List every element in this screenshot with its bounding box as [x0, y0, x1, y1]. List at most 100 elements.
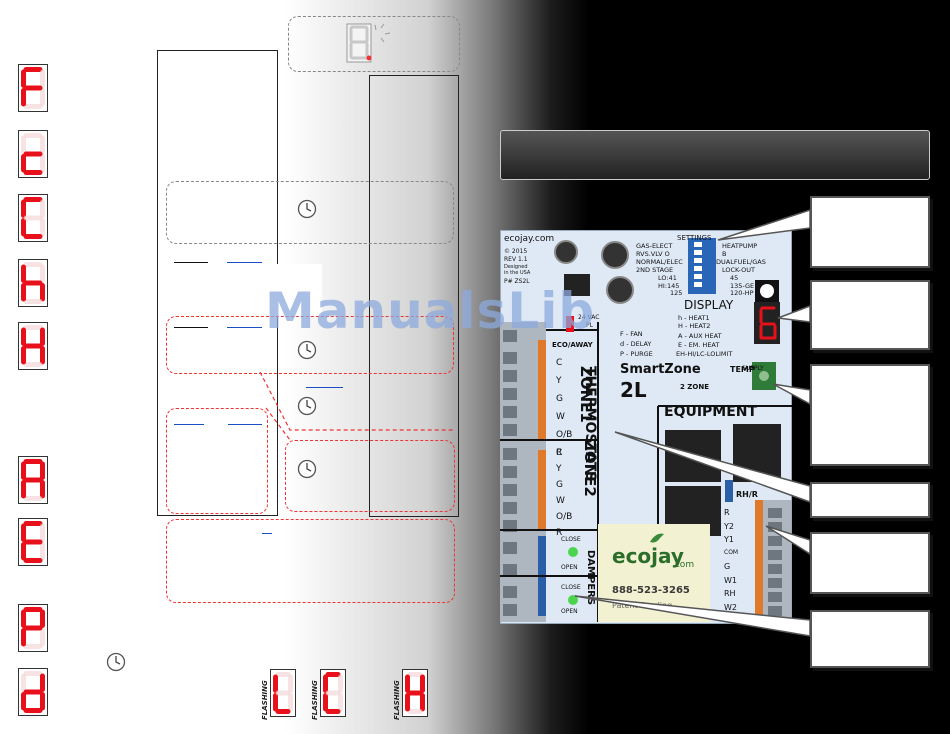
- ecojay-dotcom: .com: [672, 560, 695, 570]
- notes-column: [369, 75, 459, 517]
- display-legend: d - DELAY: [620, 340, 652, 348]
- zone-terminal-label: O/B: [556, 430, 573, 440]
- zone-count: 2 ZONE: [680, 383, 709, 391]
- callout-thermostats: [810, 482, 930, 518]
- digit-d-icon: [18, 668, 48, 716]
- zone-terminal-label: Y: [556, 376, 562, 386]
- flashing-digit-L-icon: [270, 669, 296, 717]
- zone-terminal-label: C: [556, 358, 563, 368]
- equipment-terminal-label: Y2: [724, 521, 734, 531]
- clock-icon: [106, 652, 126, 672]
- digit-P-icon: [18, 604, 48, 652]
- zone-terminal-label: R: [556, 528, 563, 538]
- damper-close: CLOSE: [561, 536, 581, 543]
- watermark: ManualsLib: [265, 282, 596, 340]
- display-legend: A - AUX HEAT: [678, 332, 722, 340]
- setting-text: 135-GE: [730, 282, 755, 290]
- heat-group: [166, 316, 454, 374]
- equipment-terminal-label: Y1: [724, 535, 734, 544]
- equipment-label: EQUIPMENT: [664, 404, 758, 420]
- setting-text: DUALFUEL/GAS: [716, 258, 766, 266]
- clock-icon: [297, 199, 317, 219]
- callout-equipment: [810, 532, 930, 594]
- zone-terminal-label: Y: [556, 464, 562, 474]
- digit-c-icon: [18, 130, 48, 178]
- digit-F-icon: [18, 64, 48, 112]
- equipment-terminal-label: W2: [724, 602, 737, 612]
- callout-settings: [810, 196, 930, 268]
- damper-close: CLOSE: [561, 584, 581, 591]
- clock-icon: [297, 459, 317, 479]
- callout-display: [810, 280, 930, 350]
- setting-text: 120-HP: [730, 289, 754, 297]
- pl-label: PL: [586, 322, 593, 329]
- board-designed: Designed: [504, 264, 528, 270]
- clock-icon: [297, 396, 317, 416]
- digit-H-icon: [18, 322, 48, 370]
- board-part: P# ZS2L: [504, 278, 530, 285]
- temp-label: TEMP: [730, 365, 755, 374]
- zone-terminal-label: W: [556, 496, 565, 506]
- board-usa: in the USA: [504, 270, 531, 276]
- equipment-terminal-label: R: [724, 508, 730, 517]
- equipment-terminal-label: COM: [724, 548, 739, 556]
- equipment-terminal-label: RH: [724, 589, 736, 598]
- emergency-group: [166, 519, 455, 603]
- setting-text: 2ND STAGE: [636, 266, 674, 274]
- aux-group-right: [285, 440, 455, 512]
- display-legend: H - HEAT2: [678, 322, 711, 330]
- setting-text: NORMAL/ELEC: [636, 258, 683, 266]
- callout-temp-sensor: [810, 364, 930, 466]
- setting-text: 125: [670, 289, 683, 297]
- display-legend: E - EM. HEAT: [678, 341, 720, 349]
- zone-terminal-label: C: [556, 448, 563, 458]
- digit-E-icon: [18, 518, 48, 566]
- eco-away-label: ECO/AWAY: [552, 341, 593, 349]
- setting-text: B: [722, 250, 727, 258]
- damper-open: OPEN: [561, 608, 578, 615]
- zone-terminal-label: R: [556, 448, 563, 458]
- setting-text: LOCK-OUT: [722, 266, 755, 274]
- phone-number: 888-523-3265: [612, 585, 690, 596]
- setting-text: LO:41: [658, 274, 677, 282]
- zone-terminal-label: G: [556, 480, 563, 490]
- zone-terminal-label: W: [556, 412, 565, 422]
- status-digit-box: [288, 16, 460, 72]
- clock-icon: [297, 340, 317, 360]
- display-legend: F - FAN: [620, 330, 643, 338]
- setting-text: 45: [730, 274, 739, 282]
- brand-url: ecojay.com: [504, 234, 555, 244]
- display-label: DISPLAY: [684, 298, 734, 312]
- setting-text: GAS-ELECT: [636, 242, 673, 250]
- ecojay-logo: ecojay: [612, 544, 684, 568]
- model-number: 2L: [620, 378, 647, 402]
- ac24-label: 24 VAC: [578, 314, 600, 321]
- fan-group: [166, 181, 454, 244]
- callout-dampers: [810, 610, 930, 668]
- board-copyright: © 2015: [504, 248, 528, 255]
- digit-C-icon: [18, 194, 48, 242]
- flashing-digit-C-icon: [320, 669, 346, 717]
- board-drawing: [500, 238, 792, 622]
- display-legend: h - HEAT1: [678, 314, 710, 322]
- display-legend: EH-HI/LC-LOLIMIT: [676, 350, 733, 358]
- setting-text: RVS.VLV O: [636, 250, 670, 258]
- zone-terminal-label: O/B: [556, 512, 573, 522]
- status-digit-icon: [346, 23, 391, 63]
- digit-h-icon: [18, 259, 48, 307]
- supply-label: SUPPLY: [742, 365, 764, 372]
- digit-A-icon: [18, 456, 48, 504]
- setting-text: HI:145: [658, 282, 680, 290]
- equipment-terminal-label: G: [724, 562, 731, 571]
- setting-text: HEATPUMP: [722, 242, 758, 250]
- board-rev: REV 1.1: [504, 256, 528, 263]
- damper-open: OPEN: [561, 564, 578, 571]
- equipment-terminal-label: W1: [724, 575, 737, 585]
- aux-group-left: [166, 408, 268, 514]
- rh-r-label: RH/R: [736, 490, 758, 499]
- header-banner: [500, 130, 930, 180]
- flashing-digit-H-icon: [402, 669, 428, 717]
- settings-label: SETTINGS: [677, 234, 712, 242]
